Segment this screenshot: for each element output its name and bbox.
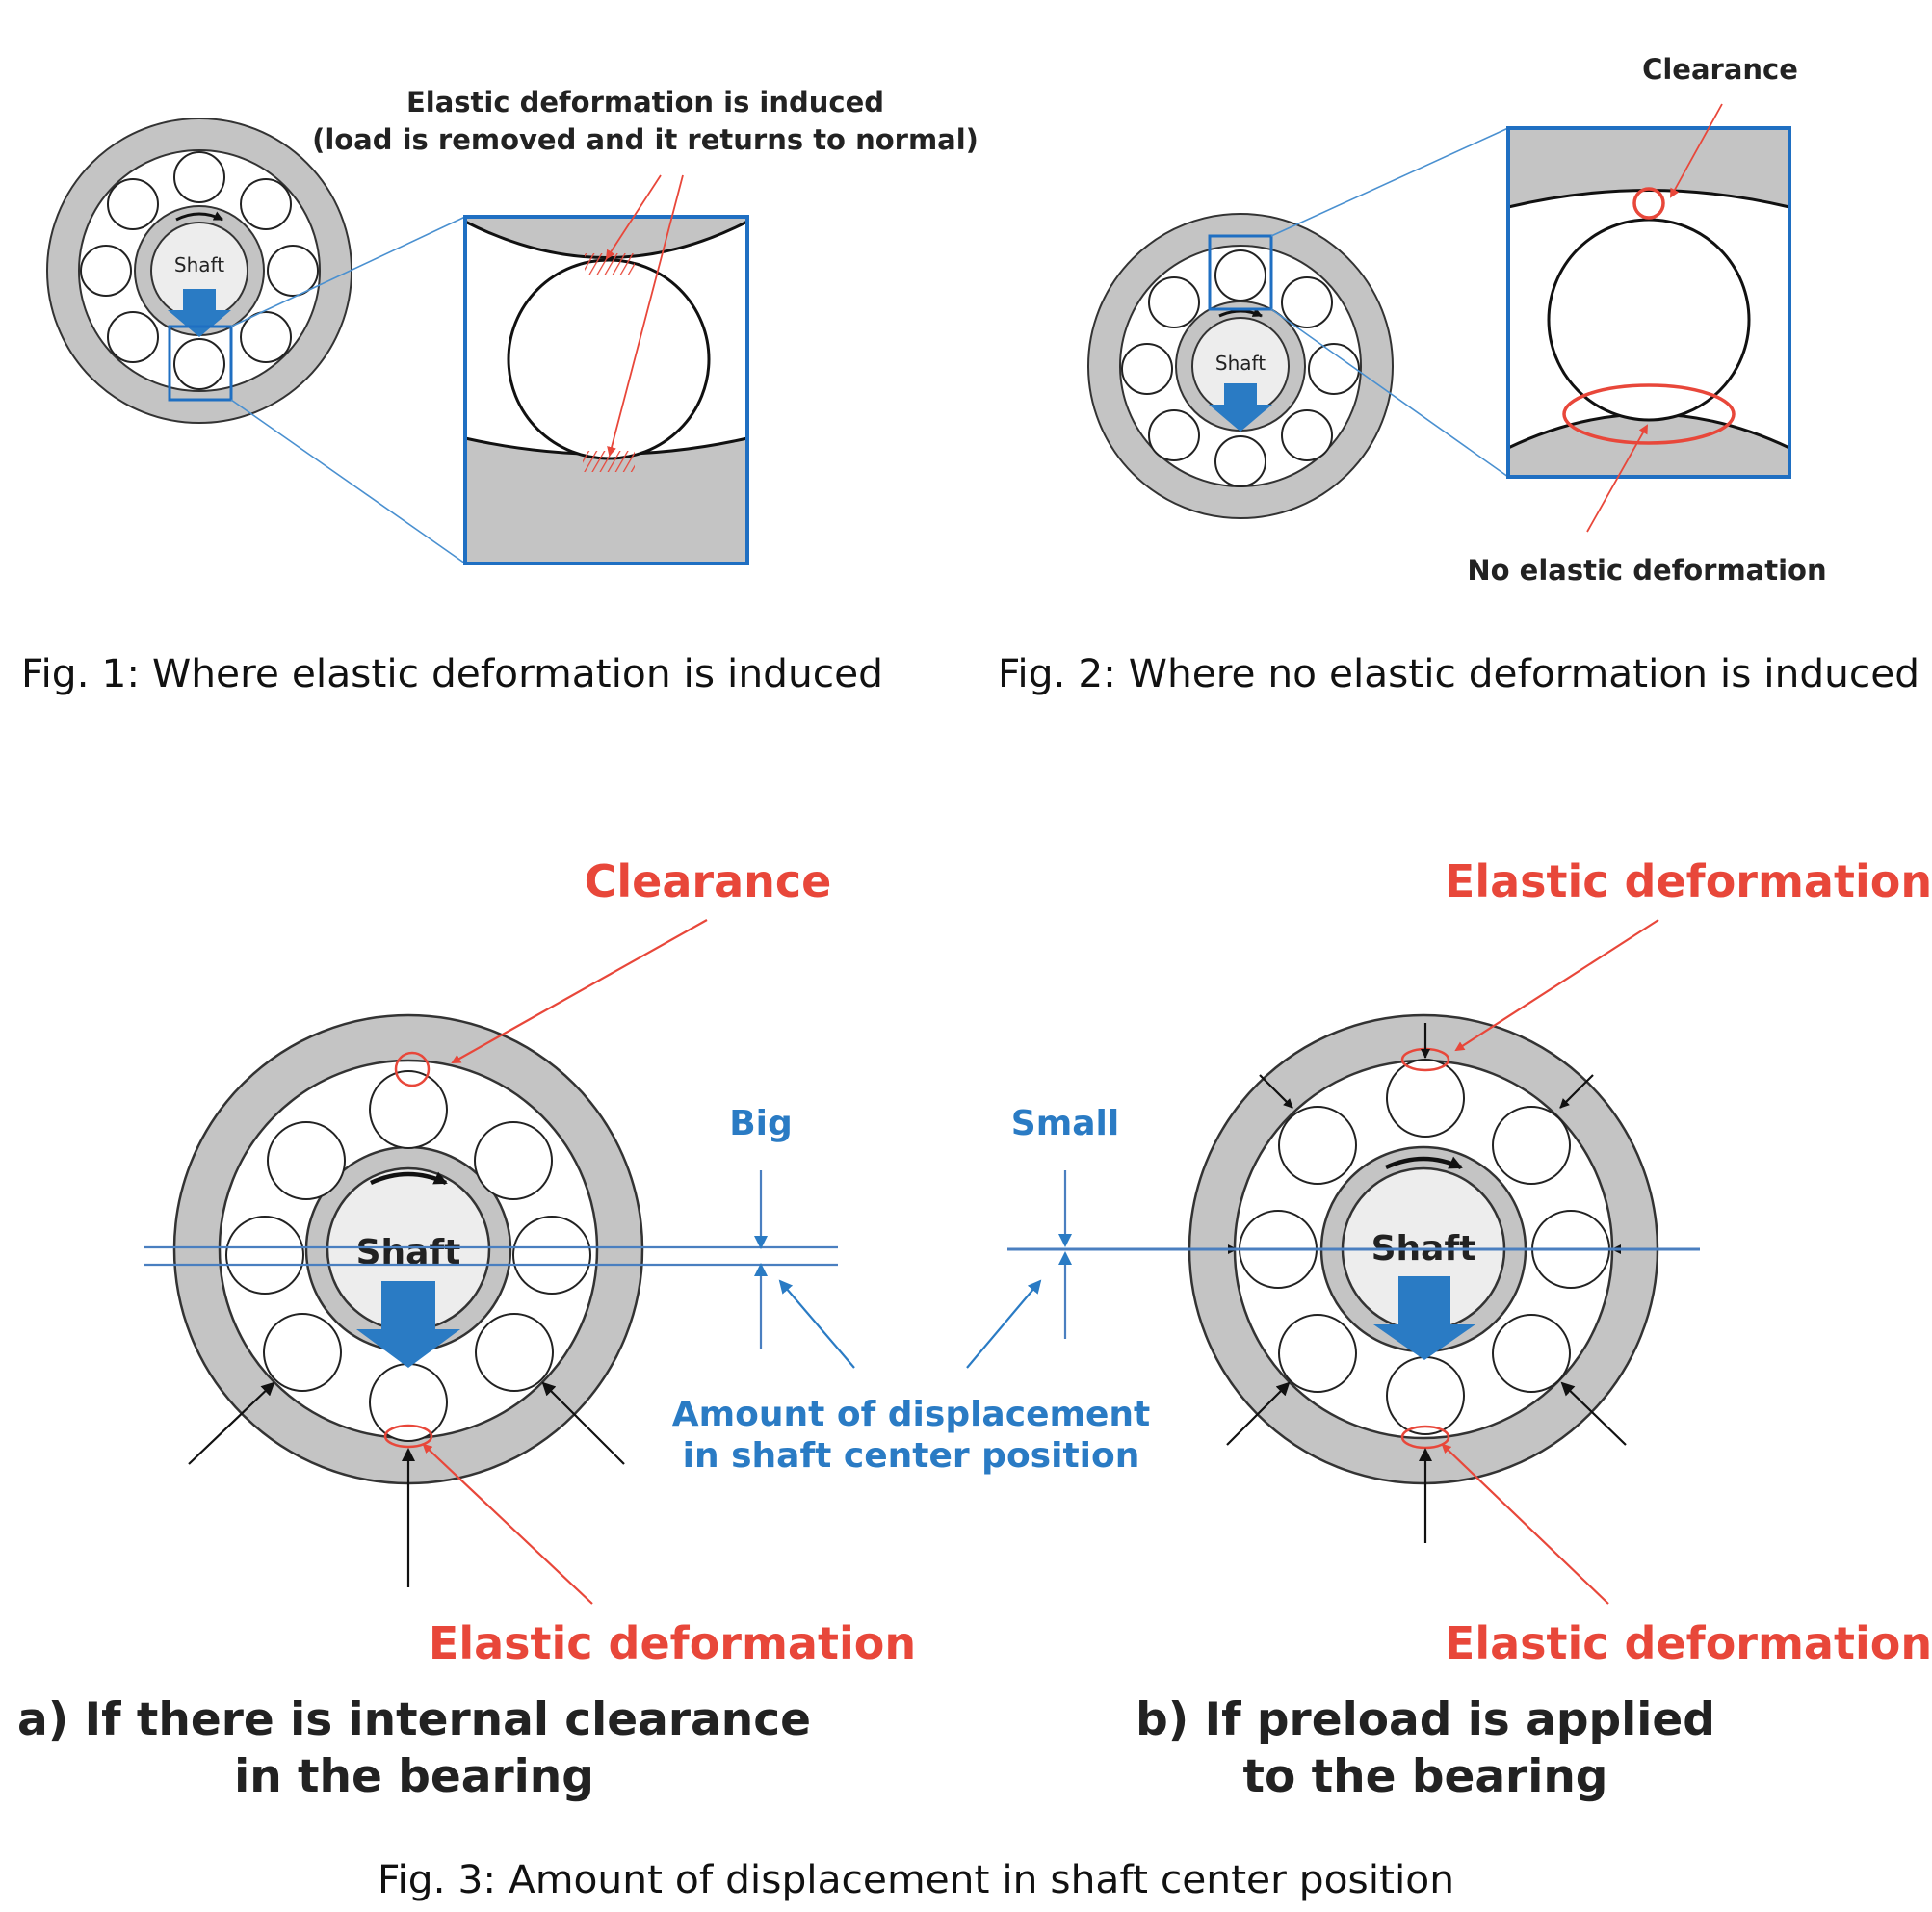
fig2-zoom-connector-top [1270, 127, 1509, 237]
load-arrow-icon [356, 1281, 460, 1368]
no-deformation-marker [1562, 383, 1736, 445]
big-label: Big [729, 1104, 793, 1143]
fig1-annotation-line2: (load is removed and it returns to norma… [312, 123, 979, 156]
zoomed-rolling-ball [507, 258, 711, 460]
fig2-zoom-connector-bottom [1270, 308, 1509, 478]
fig3a-shaft-center-lines [144, 1170, 838, 1349]
fig3b-shaft-center-lines [1007, 1170, 1700, 1339]
fig2-clearance-label: Clearance [1642, 53, 1798, 86]
fig2-bearing: Shaft [1087, 213, 1394, 519]
fig3b-elastic-top-label: Elastic deformation [1445, 855, 1932, 907]
displacement-label-line1: Amount of displacement [672, 1395, 1151, 1434]
fig3a-elastic-label: Elastic deformation [429, 1617, 916, 1669]
fig1-shaft-label: Shaft [174, 253, 224, 276]
inner-race-section [465, 438, 747, 563]
fig2-rolling-balls [1121, 249, 1360, 487]
deformation-hatch-top [585, 253, 635, 275]
fig3b-title-line1: b) If preload is applied [1136, 1693, 1715, 1746]
fig3a-clearance-label: Clearance [585, 855, 832, 907]
load-arrow-icon [1209, 383, 1272, 432]
fig3a-group: Shaft Clearance Elastic deformation Big … [17, 855, 916, 1803]
fig2-group: Shaft Clearance No elastic deformation F… [998, 53, 1919, 696]
rotation-arrow-icon [370, 1171, 448, 1186]
fig1-group: Shaft Elastic deformation is induced (lo… [21, 86, 979, 696]
fig2-shaft-label: Shaft [1215, 352, 1266, 375]
rotation-arrow-icon [1218, 307, 1263, 318]
clearance-marker [1632, 187, 1665, 220]
fig2-caption: Fig. 2: Where no elastic deformation is … [998, 652, 1919, 696]
displacement-label-line2: in shaft center position [683, 1436, 1140, 1476]
fig1-annotation-line1: Elastic deformation is induced [406, 86, 884, 118]
elastic-deformation-marker [383, 1424, 433, 1449]
load-arrow-icon [1373, 1276, 1475, 1360]
fig1-bearing: Shaft [46, 118, 352, 424]
zoomed-rolling-ball [1547, 218, 1751, 422]
fig1-zoom-connector-bottom [230, 399, 466, 564]
fig1-caption: Fig. 1: Where elastic deformation is ind… [21, 652, 883, 696]
rotation-arrow-icon [175, 211, 223, 222]
clearance-marker [394, 1051, 431, 1087]
fig3a-shaft-label: Shaft [356, 1233, 461, 1272]
fig1-rolling-balls [80, 151, 319, 390]
fig3b-group: Shaft Elastic deformation Elastic deform… [1007, 855, 1932, 1803]
fig3b-elastic-bottom-label: Elastic deformation [1445, 1617, 1932, 1669]
displacement-annotation: Amount of displacement in shaft center p… [672, 1279, 1151, 1476]
small-label: Small [1011, 1104, 1119, 1143]
fig2-no-deformation-label: No elastic deformation [1467, 554, 1826, 587]
deformation-hatch-bottom [583, 451, 635, 472]
load-arrow-icon [168, 289, 231, 337]
rotation-arrow-icon [1385, 1156, 1463, 1170]
fig3a-bearing: Shaft [172, 1013, 644, 1485]
fig1-zoom-connector-top [230, 216, 466, 327]
fig3a-title-line1: a) If there is internal clearance [17, 1693, 811, 1746]
fig1-zoom-view [463, 215, 749, 565]
fig3b-title-line2: to the bearing [1243, 1750, 1608, 1803]
outer-race-section [1508, 128, 1789, 207]
fig1-zoom-selection [168, 325, 233, 402]
fig3-caption: Fig. 3: Amount of displacement in shaft … [378, 1858, 1454, 1902]
fig2-zoom-view [1506, 126, 1791, 479]
fig3a-rolling-balls [225, 1070, 591, 1442]
fig2-zoom-selection [1208, 234, 1273, 311]
fig3a-reaction-force-arrows [188, 1381, 625, 1587]
fig3a-title-line2: in the bearing [234, 1750, 594, 1803]
